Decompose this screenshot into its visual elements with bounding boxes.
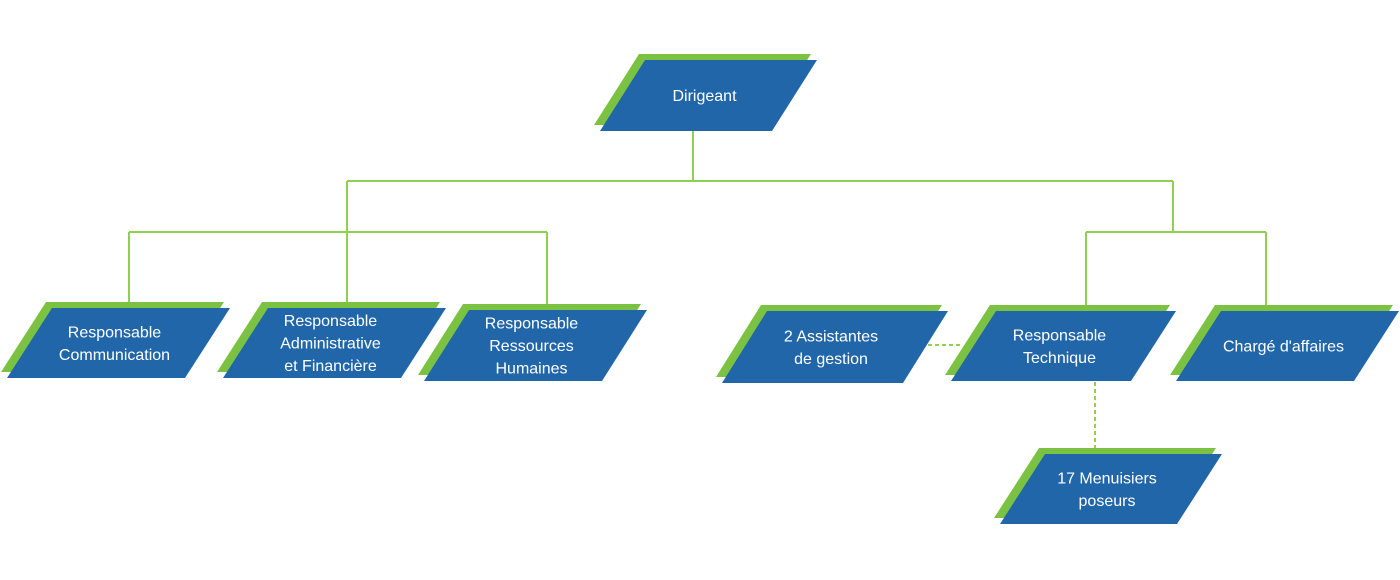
node-label-line: et Financière xyxy=(284,358,377,375)
box-shape xyxy=(1176,311,1399,381)
node-label-line: 17 Menuisiers xyxy=(1057,470,1157,487)
nodes-layer: DirigeantResponsableCommunicationRespons… xyxy=(1,54,1399,524)
box-shape xyxy=(1000,454,1222,524)
node-label-line: Administrative xyxy=(280,336,381,353)
node-label-line: Dirigeant xyxy=(672,88,737,105)
box-shape xyxy=(722,311,948,383)
box-shape xyxy=(223,308,446,378)
node-label-line: Humaines xyxy=(495,361,567,378)
node-label-line: Responsable xyxy=(485,316,579,333)
node-label-line: Ressources xyxy=(489,338,573,355)
connectors xyxy=(128,131,1267,306)
box-shape xyxy=(600,60,817,131)
node-label-line: Technique xyxy=(1023,350,1096,367)
node-label-line: 2 Assistantes xyxy=(784,328,878,345)
box-shape xyxy=(424,310,647,381)
node-label-line: poseurs xyxy=(1079,493,1136,510)
node-label-line: Chargé d'affaires xyxy=(1223,339,1344,356)
node-label-line: de gestion xyxy=(794,351,868,368)
node-label-line: Responsable xyxy=(68,324,162,341)
node-assistantes-de-gestion: 2 Assistantes de gestion xyxy=(716,305,948,383)
box-shape xyxy=(7,308,230,378)
node-charge-affaires: Chargé d'affaires xyxy=(1170,305,1399,381)
box-shape xyxy=(951,311,1176,381)
node-dirigeant: Dirigeant xyxy=(594,54,817,131)
node-label-line: Responsable xyxy=(284,313,378,330)
node-label-line: Responsable xyxy=(1013,327,1107,344)
node-menuisiers-poseurs: 17 Menuisiers poseurs xyxy=(994,448,1222,524)
dashed-connectors xyxy=(928,344,1096,449)
node-label-line: Communication xyxy=(59,347,170,364)
